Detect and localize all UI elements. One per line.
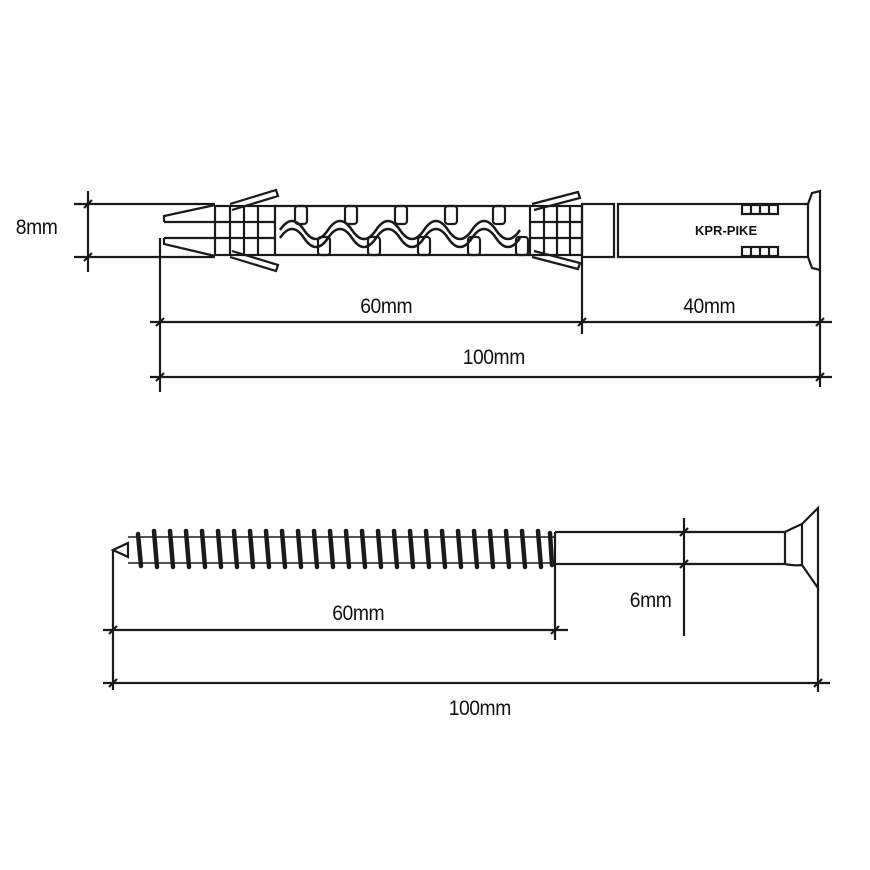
plug-expansion-length-label: 60mm [360, 295, 413, 318]
screw-thread-length-label: 60mm [332, 602, 385, 625]
plug-diameter-label: 8mm [15, 216, 58, 239]
screw-total-length-label: 100mm [448, 697, 512, 720]
plug-total-length-label: 100mm [462, 346, 526, 369]
screw-drawing [103, 505, 830, 692]
screw-diameter-label: 6mm [629, 589, 672, 612]
plug-brand-label: KPR-PIKE [695, 223, 758, 238]
plug-drawing [74, 188, 832, 392]
plug-sleeve-length-label: 40mm [683, 295, 736, 318]
